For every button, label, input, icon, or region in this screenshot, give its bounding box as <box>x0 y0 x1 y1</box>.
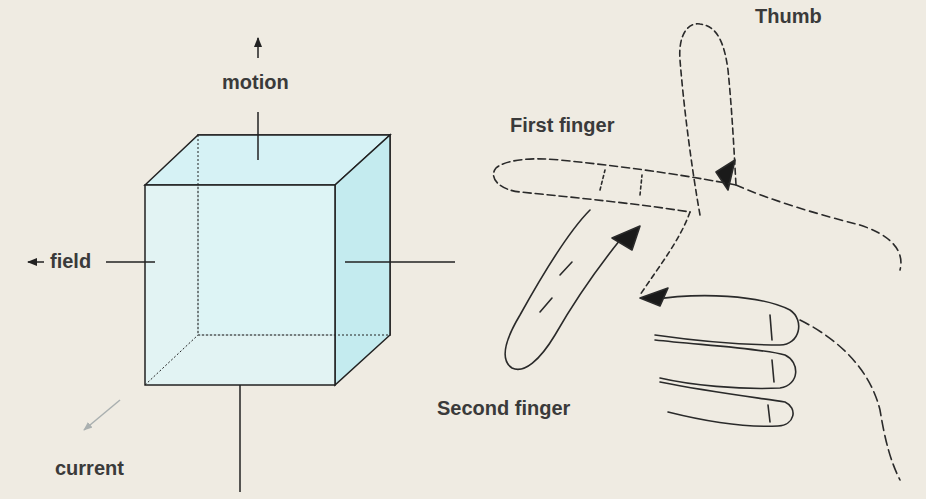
label: motion <box>222 70 289 94</box>
hidden-edge <box>198 335 390 336</box>
cube <box>145 135 390 385</box>
palm-edge <box>736 185 901 270</box>
second-finger-outline <box>505 210 620 369</box>
wrist-edge <box>800 320 900 480</box>
curled-finger <box>660 382 793 426</box>
label: field <box>50 249 91 273</box>
hidden-edge <box>145 335 198 385</box>
label: Thumb <box>755 4 822 28</box>
field-arrow <box>28 261 44 263</box>
field-axis <box>106 261 155 263</box>
field-axis <box>345 261 455 263</box>
curled-finger <box>650 296 799 345</box>
thumb-nail-shadow <box>716 160 735 190</box>
finger-shadow <box>612 226 640 250</box>
hidden-edge <box>198 135 199 335</box>
current-axis <box>239 385 241 492</box>
finger-shadow <box>640 288 668 306</box>
nail-line <box>768 315 774 422</box>
label: current <box>55 456 124 480</box>
motion-arrow <box>257 38 259 58</box>
palm-crease <box>640 212 690 295</box>
finger-crease <box>600 170 642 195</box>
motion-axis <box>257 112 259 160</box>
thumb-outline <box>680 24 736 215</box>
current-arrow <box>84 400 120 430</box>
cube-side-face <box>335 135 390 385</box>
label: First finger <box>510 113 614 137</box>
label: Second finger <box>437 396 570 420</box>
finger-crease <box>540 262 572 312</box>
first-finger-outline <box>493 159 736 212</box>
cube-front-face <box>145 185 335 385</box>
